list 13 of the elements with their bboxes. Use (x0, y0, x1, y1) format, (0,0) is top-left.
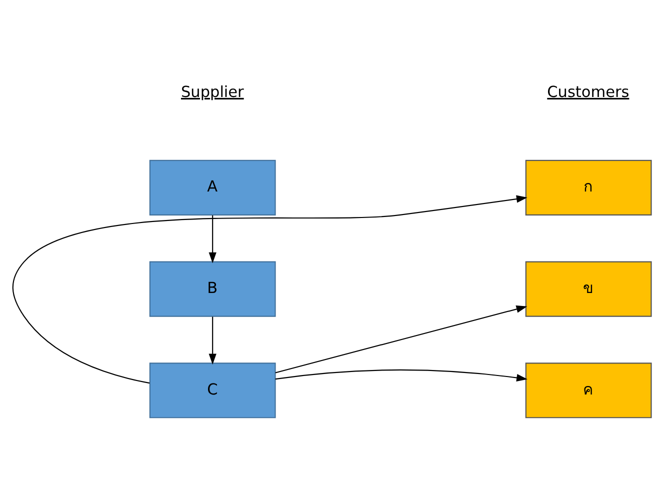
arrow (208, 316, 216, 365)
node-box: ก (525, 160, 652, 216)
node-box: B (149, 261, 276, 317)
arrow (208, 215, 216, 264)
node-box: C (149, 362, 276, 418)
arrow (12, 195, 528, 384)
arrow (275, 369, 528, 382)
node-box: A (149, 160, 276, 216)
node-box: ค (525, 362, 652, 418)
label: Customers (547, 82, 630, 101)
arrow (275, 305, 528, 374)
label: Supplier (180, 82, 244, 101)
node-box: ข (525, 261, 652, 317)
